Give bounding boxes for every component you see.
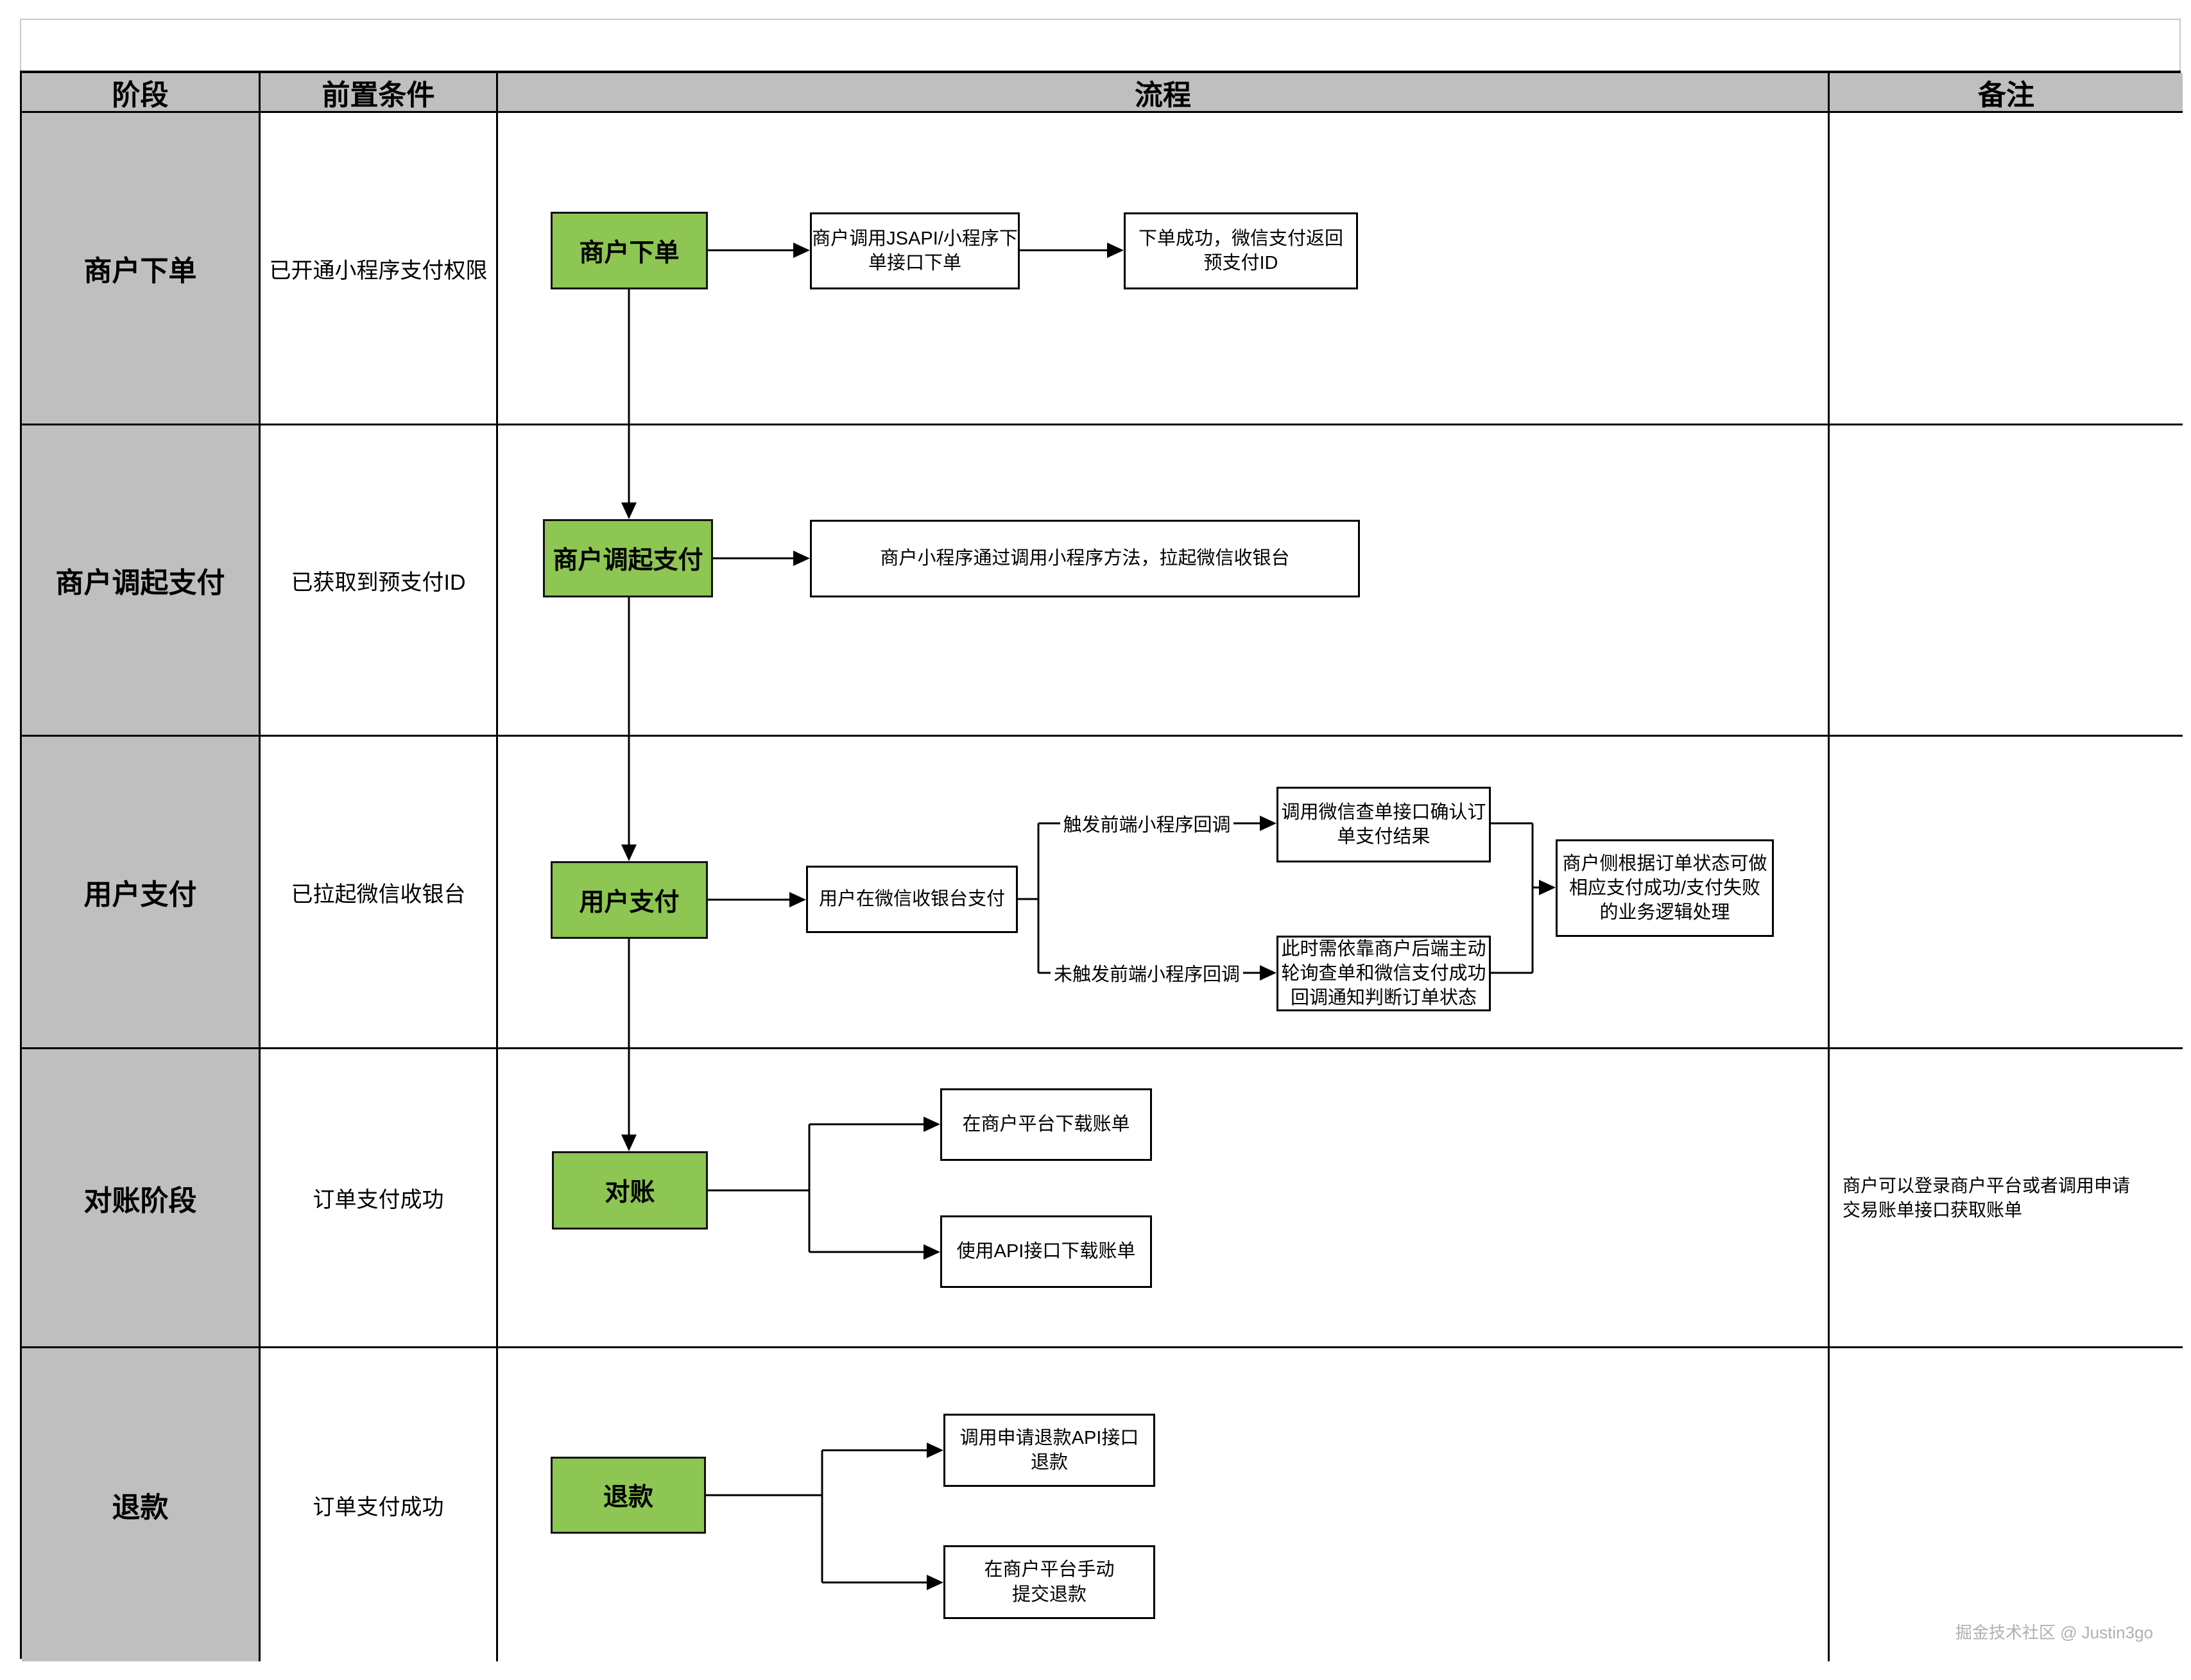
note-cell-reconciliation: 商户可以登录商户平台或者调用申请 交易账单接口获取账单: [1830, 1049, 2183, 1348]
flow-node-prepay-id-returned: 下单成功，微信支付返回 预支付ID: [1124, 212, 1358, 289]
flow-cell-reconciliation: 对账 在商户平台下载账单 使用API接口下载账单: [498, 1049, 1830, 1348]
flow-node-backend-polling: 此时需依靠商户后端主动 轮询查单和微信支付成功 回调通知判断订单状态: [1276, 936, 1491, 1011]
note-cell-refund: [1830, 1348, 2183, 1661]
header-stage: 阶段: [22, 73, 261, 113]
precondition-cell-user-payment: 已拉起微信收银台: [261, 737, 498, 1049]
flow-node-merchant-order-start: 商户下单: [551, 212, 708, 289]
stage-cell-refund: 退款: [22, 1348, 261, 1661]
note-cell-invoke-payment: [1830, 425, 2183, 737]
flow-row5-connectors: [706, 1443, 943, 1590]
flow-cell-merchant-order: 商户下单 商户调用JSAPI/小程序下 单接口下单 下单成功，微信支付返回 预支…: [498, 113, 1830, 425]
flow-node-refund-manual: 在商户平台手动 提交退款: [943, 1545, 1155, 1619]
flow-node-call-jsapi-order: 商户调用JSAPI/小程序下 单接口下单: [810, 212, 1020, 289]
stage-cell-merchant-order: 商户下单: [22, 113, 261, 425]
header-process: 流程: [498, 73, 1830, 113]
stage-cell-invoke-payment: 商户调起支付: [22, 425, 261, 737]
precondition-cell-refund: 订单支付成功: [261, 1348, 498, 1661]
flow-cell-refund: 退款 调用申请退款API接口 退款 在商户平台手动 提交退款: [498, 1348, 1830, 1661]
process-table: 阶段 前置条件 流程 备注 商户下单 已开通小程序支付权限 商户下单 商户调用J…: [20, 71, 2183, 1661]
flow-node-user-payment-start: 用户支付: [551, 861, 708, 939]
stage-cell-reconciliation: 对账阶段: [22, 1049, 261, 1348]
flow-node-download-bill-platform: 在商户平台下载账单: [940, 1088, 1152, 1161]
flow-row4-connectors: [621, 1049, 940, 1260]
title-strip: [20, 19, 2181, 71]
flow-row2: 商户调起支付 商户小程序通过调用小程序方法，拉起微信收银台: [498, 425, 1828, 737]
flow-row1: 商户下单 商户调用JSAPI/小程序下 单接口下单 下单成功，微信支付返回 预支…: [498, 113, 1828, 425]
header-precondition: 前置条件: [261, 73, 498, 113]
flow-row1-connectors: [628, 243, 1124, 425]
flow-row2-connectors: [621, 425, 810, 737]
note-cell-merchant-order: [1830, 113, 2183, 425]
watermark: 掘金技术社区 @ Justin3go: [1955, 1623, 2153, 1642]
flow-node-query-order-confirm: 调用微信查单接口确认订 单支付结果: [1276, 787, 1491, 862]
flow-node-pay-in-cashier: 用户在微信收银台支付: [806, 866, 1018, 933]
header-notes: 备注: [1830, 73, 2183, 113]
flow-node-pull-up-cashier: 商户小程序通过调用小程序方法，拉起微信收银台: [810, 520, 1360, 597]
flow-node-refund-start: 退款: [551, 1457, 706, 1534]
stage-cell-user-payment: 用户支付: [22, 737, 261, 1049]
flow-node-business-logic: 商户侧根据订单状态可做 相应支付成功/支付失败 的业务逻辑处理: [1556, 839, 1774, 937]
flow-row3: 用户支付 用户在微信收银台支付 触发前端小程序回调 未触发前端小程序回调 调用微…: [498, 737, 1828, 1049]
flow-node-reconciliation-start: 对账: [552, 1151, 708, 1230]
note-cell-user-payment: [1830, 737, 2183, 1049]
flow-row4: 对账 在商户平台下载账单 使用API接口下载账单: [498, 1049, 1828, 1346]
flow-node-refund-api: 调用申请退款API接口 退款: [943, 1414, 1155, 1487]
branch-label-callback-not-triggered: 未触发前端小程序回调: [1051, 959, 1243, 987]
precondition-cell-invoke-payment: 已获取到预支付ID: [261, 425, 498, 737]
flow-node-download-bill-api: 使用API接口下载账单: [940, 1215, 1152, 1288]
flow-node-invoke-payment-start: 商户调起支付: [543, 519, 713, 597]
precondition-cell-reconciliation: 订单支付成功: [261, 1049, 498, 1348]
flow-cell-user-payment: 用户支付 用户在微信收银台支付 触发前端小程序回调 未触发前端小程序回调 调用微…: [498, 737, 1830, 1049]
flow-cell-invoke-payment: 商户调起支付 商户小程序通过调用小程序方法，拉起微信收银台: [498, 425, 1830, 737]
branch-label-callback-triggered: 触发前端小程序回调: [1060, 809, 1233, 837]
precondition-cell-merchant-order: 已开通小程序支付权限: [261, 113, 498, 425]
flow-row5: 退款 调用申请退款API接口 退款 在商户平台手动 提交退款: [498, 1348, 1828, 1661]
